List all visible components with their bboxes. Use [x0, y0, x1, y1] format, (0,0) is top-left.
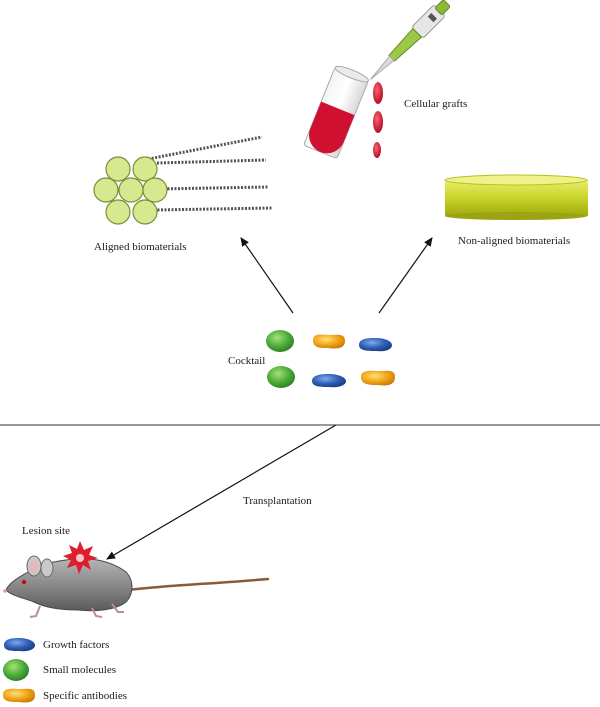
legend-label-specific-antibodies: Specific antibodies	[43, 690, 128, 702]
antibody-icon	[313, 334, 345, 349]
cellular-graft-drops	[373, 82, 383, 158]
legend-antibody-icon	[3, 688, 35, 703]
cocktail-molecules	[266, 330, 395, 388]
lesion-center	[76, 554, 84, 562]
label-transplantation: Transplantation	[243, 495, 312, 507]
legend-label-small-molecules: Small molecules	[43, 664, 117, 676]
legend-icons	[3, 638, 35, 703]
non-aligned-scaffold-icon	[444, 174, 588, 220]
antibody-icon	[361, 370, 395, 386]
pipette-icon	[370, 0, 451, 80]
arrow-to-aligned	[240, 237, 294, 314]
small-molecule-icon	[267, 366, 295, 388]
label-aligned-biomaterials: Aligned biomaterials	[94, 241, 187, 253]
small-molecule-icon	[266, 330, 294, 352]
legend-small-molecule-icon	[3, 659, 29, 681]
arrow-transplantation	[106, 424, 337, 560]
label-cocktail: Cocktail	[228, 355, 266, 367]
rat-icon	[3, 555, 270, 618]
test-tube-icon	[303, 65, 369, 159]
growth-factor-icon	[359, 338, 392, 352]
label-non-aligned-biomaterials: Non-aligned biomaterials	[458, 235, 571, 247]
label-cellular-grafts: Cellular grafts	[404, 98, 468, 110]
fiber-bundle-icon	[93, 156, 168, 225]
label-lesion-site: Lesion site	[22, 525, 70, 537]
legend-label-growth-factors: Growth factors	[43, 639, 110, 651]
legend-growth-factor-icon	[4, 638, 35, 652]
aligned-fibers	[137, 135, 273, 212]
arrow-to-non-aligned	[378, 237, 433, 314]
growth-factor-icon	[312, 374, 346, 388]
